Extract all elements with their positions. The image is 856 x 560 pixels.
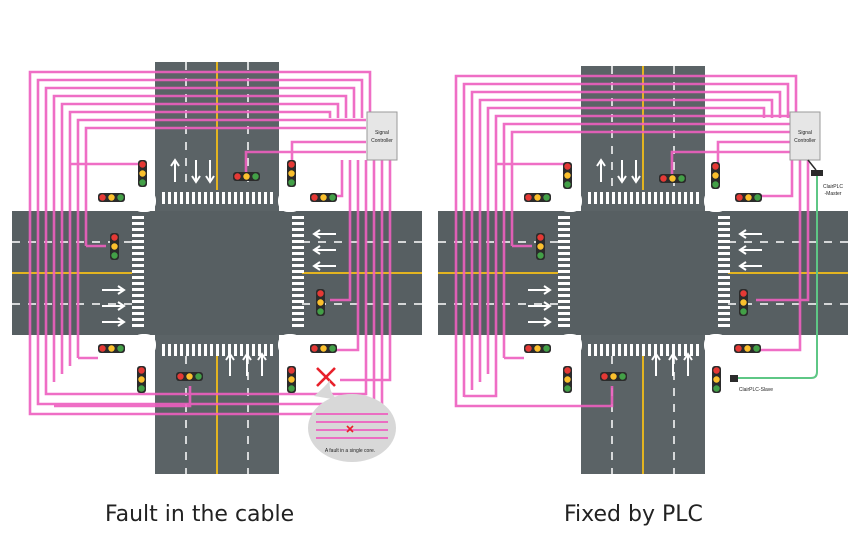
traffic-light-icon [138, 160, 147, 187]
crosswalk-north [586, 192, 702, 204]
traffic-light-icon [287, 366, 296, 393]
traffic-light-icon [659, 174, 686, 183]
traffic-light-icon [98, 344, 125, 353]
crosswalk-west [132, 216, 144, 330]
traffic-light-icon [712, 366, 721, 393]
traffic-light-icon [310, 193, 337, 202]
plc-slave-label: ClairPLC-Slave [739, 387, 773, 393]
plc-slave-device [730, 375, 738, 382]
traffic-lights [524, 162, 762, 393]
traffic-light-icon [110, 233, 119, 260]
traffic-light-icon [734, 344, 761, 353]
caption-fixed: Fixed by PLC [564, 502, 703, 527]
crosswalk-west [558, 216, 570, 330]
scene-fixed: Signal Controller ClairPLC -Master Clair… [438, 66, 848, 474]
controller-label-1: Signal [798, 130, 812, 136]
signal-controller: Signal Controller [789, 111, 821, 161]
crosswalk-south [160, 344, 276, 356]
traffic-light-icon [524, 344, 551, 353]
traffic-lights [98, 160, 337, 393]
traffic-light-icon [735, 193, 762, 202]
traffic-light-icon [563, 162, 572, 189]
controller-icon [366, 111, 398, 161]
traffic-light-icon [287, 160, 296, 187]
plc-master-device [811, 170, 823, 176]
crosswalk-north [160, 192, 276, 204]
traffic-light-icon [524, 193, 551, 202]
plc-link: ClairPLC -Master ClairPLC-Slave [730, 159, 843, 393]
signal-controller: Signal Controller [366, 111, 398, 161]
crosswalk-south [586, 344, 702, 356]
traffic-light-icon [176, 372, 203, 381]
crosswalk-east [292, 216, 304, 330]
traffic-light-icon [98, 193, 125, 202]
traffic-light-icon [310, 344, 337, 353]
traffic-light-icon [739, 289, 748, 316]
crosswalk-east [718, 216, 730, 330]
traffic-light-icon [233, 172, 260, 181]
fault-note: A fault in a single core. [325, 448, 375, 454]
plc-master-label-1: ClairPLC [823, 184, 843, 190]
road-network [438, 66, 848, 474]
lane-arrow-icon [528, 158, 762, 376]
scene-fault: Signal Controller A fault in a single co… [12, 62, 422, 474]
controller-label-2: Controller [794, 138, 816, 144]
traffic-light-icon [563, 366, 572, 393]
caption-fault: Fault in the cable [105, 502, 295, 527]
controller-label-1: Signal [375, 130, 389, 136]
traffic-light-icon [316, 289, 325, 316]
road-network [12, 62, 422, 474]
traffic-light-icon [600, 372, 627, 381]
fault-indicator: A fault in a single core. [308, 367, 396, 462]
traffic-light-icon [536, 233, 545, 260]
traffic-light-icon [711, 162, 720, 189]
plc-master-label-2: -Master [825, 191, 842, 197]
cable-bundle [454, 74, 810, 408]
traffic-light-icon [137, 366, 146, 393]
lane-arrow-icon [102, 158, 336, 376]
controller-label-2: Controller [371, 138, 393, 144]
controller-icon [789, 111, 821, 161]
fault-x-icon [316, 367, 336, 387]
cable-bundle [28, 70, 392, 416]
